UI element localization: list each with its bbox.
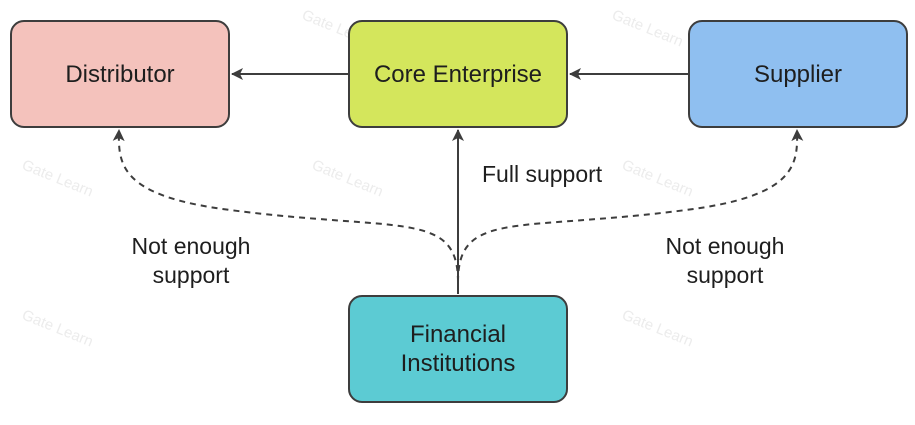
arrow-not-enough-right bbox=[457, 129, 804, 283]
arrow-not-enough-left bbox=[112, 129, 459, 283]
node-core-enterprise: Core Enterprise bbox=[348, 20, 568, 128]
node-financial-institutions-label: Financial Institutions bbox=[400, 321, 516, 377]
label-not-enough-right: Not enough support bbox=[665, 233, 785, 288]
node-supplier-label: Supplier bbox=[753, 60, 843, 88]
label-full-support: Full support bbox=[482, 161, 603, 187]
label-not-enough-left: Not enough support bbox=[131, 233, 251, 288]
node-distributor: Distributor bbox=[10, 20, 230, 128]
node-core-enterprise-label: Core Enterprise bbox=[373, 60, 543, 88]
node-distributor-label: Distributor bbox=[65, 60, 175, 88]
node-financial-institutions: Financial Institutions bbox=[348, 295, 568, 403]
node-supplier: Supplier bbox=[688, 20, 908, 128]
